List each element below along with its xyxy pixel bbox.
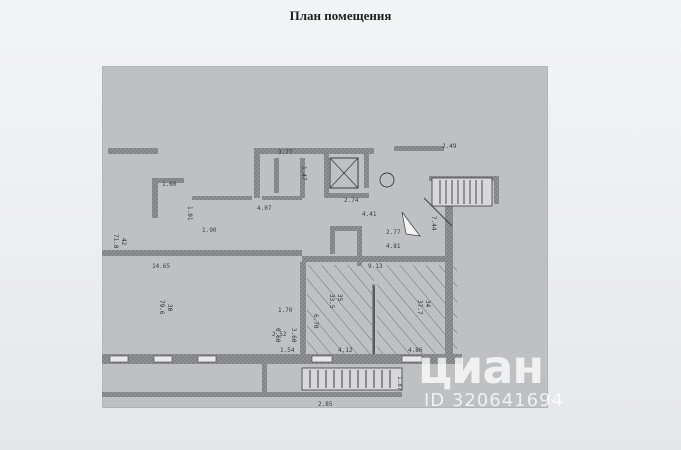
dim-14-65: 14.65 <box>152 263 170 270</box>
room-42-number: 42 <box>120 238 127 246</box>
dimension-labels: 3.77 2.77 4.07 1.90 1.01 4.41 2.74 7.44 … <box>152 143 457 408</box>
dim-4-81: 4.81 <box>386 243 401 250</box>
floor-plan-image: 42 71.0 30 79.6 35 33.5 34 37.7 3.77 2.7… <box>102 66 548 408</box>
dim-4-07: 4.07 <box>257 205 272 212</box>
staircase-right <box>431 177 493 207</box>
dim-2-49: 2.49 <box>442 143 457 150</box>
room-42-area: 71.0 <box>112 234 119 249</box>
dim-1-01: 1.01 <box>186 206 193 221</box>
dim-4-12: 4.12 <box>338 347 353 354</box>
dim-0-60: 0.60 <box>274 328 281 343</box>
dim-6-70: 6.70 <box>312 314 319 329</box>
dim-4-86: 4.86 <box>408 347 423 354</box>
room-30-area: 79.6 <box>158 300 165 315</box>
dim-2-52: 2.52 <box>272 331 287 338</box>
room-35-area: 33.5 <box>328 294 335 309</box>
circle-marker <box>379 172 395 188</box>
staircase-bottom <box>301 367 403 391</box>
dim-1-90: 1.90 <box>202 227 217 234</box>
dim-9-13: 9.13 <box>368 263 383 270</box>
room-35-number: 35 <box>336 294 343 302</box>
door-swing-1 <box>423 197 453 227</box>
dim-1-60: 1.60 <box>162 181 177 188</box>
dim-1-70: 1.70 <box>278 307 293 314</box>
window-strip <box>109 355 423 363</box>
room-35-hatch <box>307 265 374 354</box>
cian-logo: циан <box>418 340 544 394</box>
elevator-shaft <box>329 157 359 189</box>
dim-1-87: 1.87 <box>396 376 403 391</box>
dim-2-85: 2.85 <box>318 401 333 408</box>
listing-id: ID 320641694 <box>424 390 564 411</box>
room-34-number: 34 <box>424 300 431 308</box>
room-30-number: 30 <box>166 304 173 312</box>
cian-watermark: циан ID 320641694 <box>418 340 618 420</box>
dim-4-41: 4.41 <box>362 211 377 218</box>
door-swing-2 <box>401 211 421 237</box>
dim-2-77: 2.77 <box>386 229 401 236</box>
room-labels: 42 71.0 30 79.6 35 33.5 34 37.7 <box>112 234 431 315</box>
floor-plan-drawing: 42 71.0 30 79.6 35 33.5 34 37.7 3.77 2.7… <box>102 143 499 408</box>
dim-2-74: 2.74 <box>344 197 359 204</box>
dim-1-47: 1.47 <box>300 166 307 181</box>
room-34-area: 37.7 <box>416 300 423 315</box>
dim-3-60: 3.60 <box>290 328 297 343</box>
dim-1-54: 1.54 <box>280 347 295 354</box>
dim-7-44: 7.44 <box>430 216 437 231</box>
dim-3-77: 3.77 <box>278 149 293 156</box>
page-title: План помещения <box>289 8 392 23</box>
room-34-hatch <box>377 265 457 354</box>
